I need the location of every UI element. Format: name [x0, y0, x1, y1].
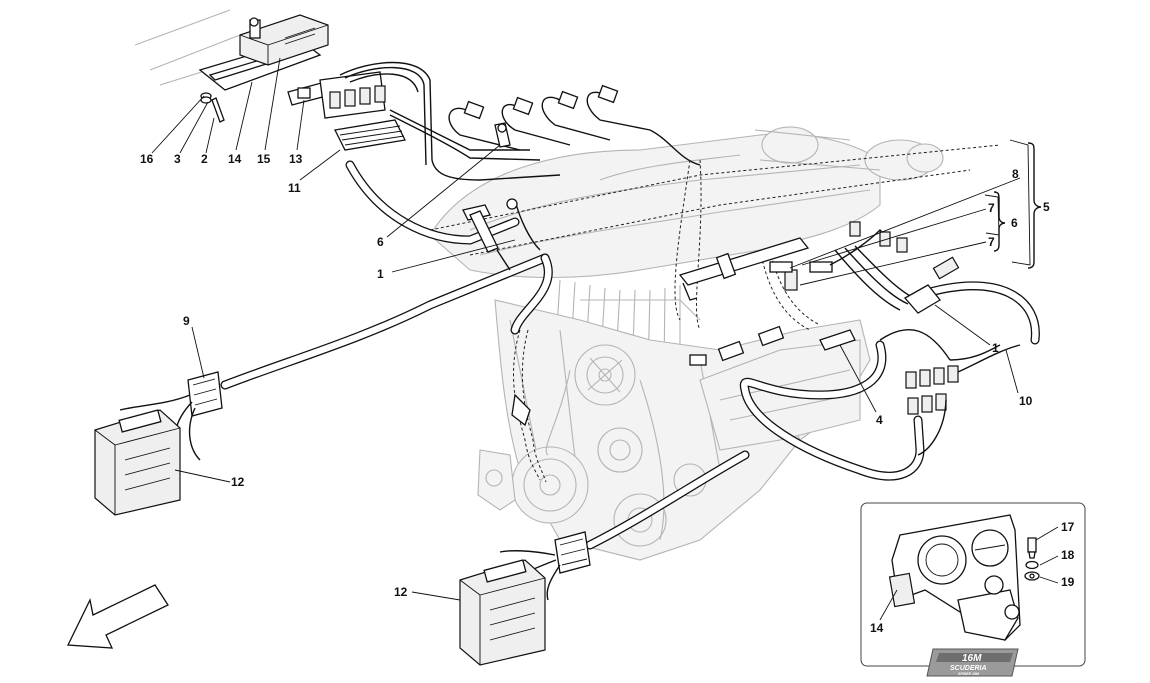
callout-12-bottom: 12: [394, 585, 408, 599]
callout-18: 18: [1061, 548, 1075, 562]
detail-inset: [860, 502, 1086, 667]
callout-7: 7: [988, 201, 995, 215]
leader-lines: [151, 57, 1059, 621]
ecu-bottom-assembly: [459, 531, 591, 666]
callout-labels: 16 3 2 14 15 13 11 6 1 8 5 7 6 7 9 1 10 …: [140, 152, 1075, 635]
callout-17: 17: [1061, 520, 1075, 534]
callout-19: 19: [1061, 575, 1075, 589]
callout-16: 16: [140, 152, 154, 166]
callout-9: 9: [183, 314, 190, 328]
callout-1-right: 1: [992, 341, 999, 355]
callout-11: 11: [288, 181, 301, 195]
callout-6: 6: [377, 235, 384, 249]
logo-tag-text: SPIDER 16M: [958, 672, 979, 676]
conduits: [220, 160, 1040, 550]
callout-10: 10: [1019, 394, 1033, 408]
callout-1: 1: [377, 267, 384, 281]
callout-8: 8: [1012, 167, 1019, 181]
callout-7-lower: 7: [988, 235, 995, 249]
fuel-rail: [678, 221, 908, 301]
scuderia-logo: 16M SCUDERIA SPIDER 16M: [926, 648, 1019, 677]
screw-set-top: [200, 92, 225, 123]
callout-2: 2: [201, 152, 208, 166]
callout-3: 3: [174, 152, 181, 166]
engine-ghost: [429, 126, 944, 561]
callout-15: 15: [257, 152, 271, 166]
callout-6-group: 6: [1011, 216, 1018, 230]
callout-5: 5: [1043, 200, 1050, 214]
top-wiring: [339, 61, 701, 181]
callout-14-inset: 14: [870, 621, 884, 635]
group-braces: [993, 142, 1042, 269]
callout-12: 12: [231, 475, 245, 489]
direction-arrow-icon: [66, 584, 169, 649]
center-wiring: [462, 198, 541, 427]
right-harness: [689, 245, 1021, 456]
callout-4: 4: [876, 413, 883, 427]
ecu-left-assembly: [94, 371, 223, 516]
logo-sub-text: SCUDERIA: [950, 665, 987, 672]
connector-cluster-top: [319, 71, 406, 151]
callout-14: 14: [228, 152, 242, 166]
control-unit-top: [134, 9, 329, 91]
callout-13: 13: [289, 152, 303, 166]
logo-main-text: 16M: [962, 653, 982, 664]
